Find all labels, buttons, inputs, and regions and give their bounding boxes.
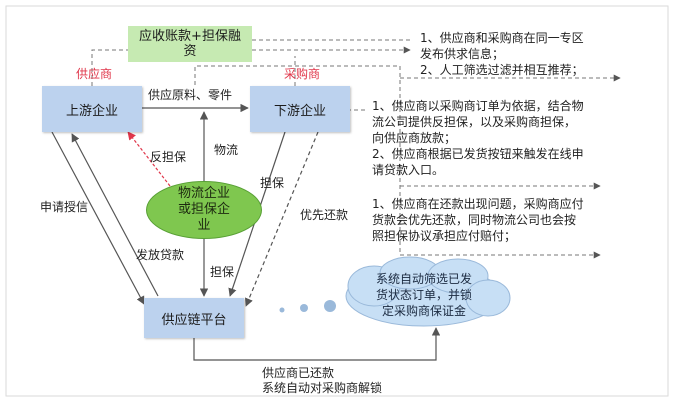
cloud-shape [345, 256, 511, 327]
cloud-line: 系统自动筛选已发 [375, 272, 472, 286]
buyer-tag: 采购商 [284, 67, 321, 81]
edge-logistics-label: 物流 [214, 143, 239, 157]
top-financing-box: 应收账款+担保融资 [128, 26, 252, 62]
supplier-tag: 供应商 [76, 67, 113, 81]
top-financing-label: 应收账款+担保融资 [139, 29, 241, 59]
cloud-line: 定采购商保证金 [381, 304, 466, 318]
edge-priority-repay-label: 优先还款 [300, 208, 349, 222]
cloud-line: 货状态订单，并锁 [375, 288, 472, 302]
note-1-line: 发布供求信息； [420, 47, 505, 61]
edge-guarantee-right-label: 担保 [260, 176, 285, 190]
note-1-line: 1、供应商和采购商在同一专区 [420, 31, 584, 45]
center-line: 业 [197, 218, 211, 233]
note-3: 1、供应商在还款出现问题，采购商应付 货款会优先还款，同时物流公司也会按 照担保… [372, 196, 584, 244]
edge-counter-guarantee-label: 反担保 [150, 150, 187, 164]
supply-chain-platform-label: 供应链平台 [161, 312, 227, 328]
edge-supply-label: 供应原料、零件 [148, 88, 233, 102]
edge-loan-release-label: 发放贷款 [136, 248, 185, 262]
note-2-line: 2、供应商根据已发货按钮来触发在线申 [372, 147, 584, 161]
note-2-line: 流公司提供反担保，以及采购商担保， [372, 115, 577, 129]
note-1: 1、供应商和采购商在同一专区 发布供求信息； 2、人工筛选过滤并相互推荐； [420, 30, 584, 78]
edge-guarantee-bottom-label: 担保 [210, 265, 235, 279]
supply-chain-platform-box: 供应链平台 [144, 298, 244, 338]
note-2-line: 1、供应商以采购商订单为依据，结合物 [372, 99, 584, 113]
center-line: 物流企业 [177, 186, 230, 201]
upstream-enterprise-label: 上游企业 [65, 103, 118, 119]
upstream-enterprise-box: 上游企业 [42, 86, 142, 132]
note-1-line: 2、人工筛选过滤并相互推荐； [420, 63, 584, 77]
cloud-system-text: 系统自动筛选已发 货状态订单，并锁 定采购商保证金 [356, 271, 492, 319]
note-3-line: 1、供应商在还款出现问题，采购商应付 [372, 197, 584, 211]
logistics-guarantor-node: 物流企业 或担保企 业 [146, 181, 262, 239]
note-2-line: 请贷款入口。 [372, 163, 445, 177]
downstream-enterprise-label: 下游企业 [273, 103, 326, 119]
note-3-line: 照担保协议承担应付赔付； [372, 229, 517, 243]
repaid-label-2: 系统自动对采购商解锁 [262, 381, 383, 395]
edge-apply-credit-label: 申请授信 [40, 200, 89, 214]
note-2: 1、供应商以采购商订单为依据，结合物 流公司提供反担保，以及采购商担保， 向供应… [372, 98, 584, 178]
downstream-enterprise-box: 下游企业 [250, 86, 350, 132]
center-line: 或担保企 [177, 202, 230, 217]
note-2-line: 向供应商放款； [372, 131, 457, 145]
note-3-line: 货款会优先还款，同时物流公司也会按 [372, 213, 577, 227]
repaid-label-1: 供应商已还款 [262, 366, 335, 380]
